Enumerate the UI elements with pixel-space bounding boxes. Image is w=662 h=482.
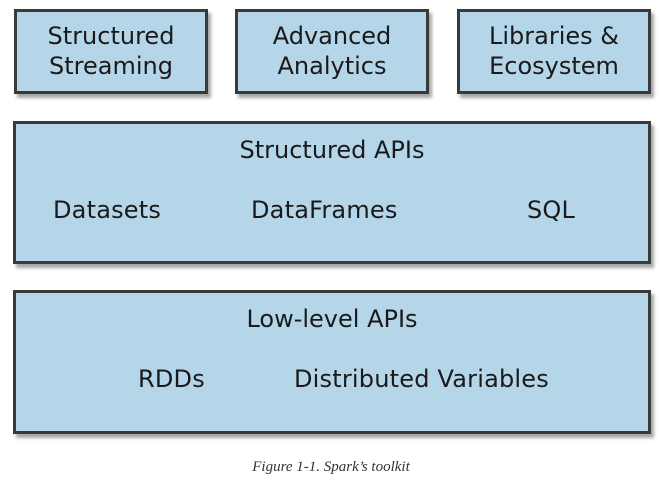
advanced-analytics-label-line2: Analytics xyxy=(277,52,387,80)
sql-label: SQL xyxy=(527,196,576,224)
structured-streaming-label-line2: Streaming xyxy=(49,52,173,80)
datasets-label: Datasets xyxy=(53,196,162,224)
structured-apis-title: Structured APIs xyxy=(239,136,425,164)
low-level-apis-box: Low-level APIs RDDs Distributed Variable… xyxy=(13,290,651,434)
dataframes-label: DataFrames xyxy=(251,196,398,224)
structured-streaming-box: Structured Streaming xyxy=(14,9,208,94)
structured-streaming-label-line1: Structured xyxy=(47,22,175,50)
libraries-ecosystem-box: Libraries & Ecosystem xyxy=(457,9,651,94)
structured-apis-box: Structured APIs Datasets DataFrames SQL xyxy=(13,121,651,264)
advanced-analytics-label-line1: Advanced xyxy=(272,22,392,50)
libraries-ecosystem-label-line1: Libraries & xyxy=(489,22,619,50)
rdds-label: RDDs xyxy=(138,365,205,393)
advanced-analytics-box: Advanced Analytics xyxy=(235,9,429,94)
low-level-apis-title: Low-level APIs xyxy=(246,305,418,333)
libraries-ecosystem-label-line2: Ecosystem xyxy=(489,52,619,80)
figure-caption: Figure 1-1. Spark’s toolkit xyxy=(252,459,410,475)
distributed-variables-label: Distributed Variables xyxy=(294,365,549,393)
